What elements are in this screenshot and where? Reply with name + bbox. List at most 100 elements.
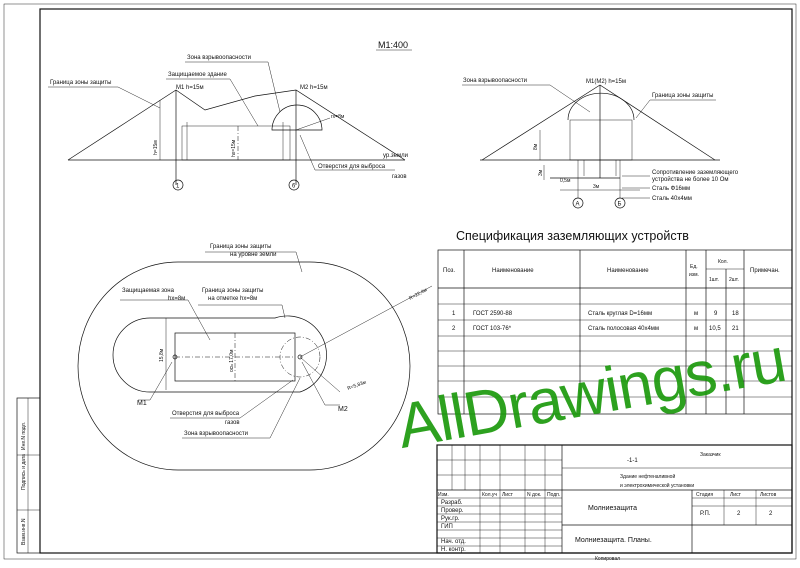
outer-border — [3, 3, 797, 560]
header-name2: Наименование — [607, 268, 649, 274]
label-zone-mark-2: на отметке hx=8м — [208, 296, 257, 302]
stamp-sheet-label: Лист — [730, 492, 742, 498]
building-section — [569, 119, 633, 161]
label-zone-protect: Граница зоны защиты — [50, 80, 111, 86]
label-vent-plan-2: газов — [225, 420, 240, 426]
row2-unit: м — [694, 326, 698, 332]
zone-hx-outline — [112, 315, 327, 393]
row2-doc: ГОСТ 103-76* — [473, 326, 512, 332]
right-section-view: А Б 8м 3м 0,5м 3м Зона взрывоопасности М… — [462, 78, 739, 209]
dim-3: 3м — [538, 169, 544, 176]
axis-bubble-6 — [288, 179, 300, 191]
zone-ground-outline — [77, 261, 411, 471]
label-r-small: R=5,83м — [347, 379, 368, 392]
stamp-drawing-name: Молниезащита. Планы. — [575, 537, 652, 544]
spec-title: Спецификация заземляющих устройств — [456, 229, 689, 243]
label-resistance-1: Сопротивление заземляющего — [652, 170, 739, 176]
row2-name: Сталь полосовая 40х4мм — [588, 326, 659, 332]
plan-view: R=22,4м R=5,83м 15,8м ось 17,0м Граница … — [77, 244, 433, 471]
label-steel-round: Сталь Ф16мм — [652, 186, 690, 192]
explosion-zone-dome — [271, 104, 323, 131]
axis-bubble-1 — [172, 179, 184, 191]
label-vent-holes: Отверстия для выброса — [318, 164, 386, 170]
header-name1: Наименование — [492, 268, 534, 274]
spec-table: Поз. Наименование Наименование Ед. изм. … — [437, 249, 793, 415]
label-zone-explosion: Зона взрывоопасности — [187, 55, 251, 61]
label-zone-explosion-right: Зона взрывоопасности — [463, 78, 527, 84]
inner-frame — [39, 8, 793, 554]
header-note: Примечан. — [750, 268, 780, 274]
stamp-col-sign: Подп. — [547, 492, 560, 498]
stamp-row-gip: ГИП — [441, 524, 453, 530]
label-m2: М2 h=15м — [300, 85, 328, 91]
stamp-sheets: 2 — [769, 511, 773, 517]
stamp-row-nkontr: Н. контр. — [441, 547, 466, 553]
dim-mid: ось 17,0м — [229, 349, 235, 372]
label-zone-protect-right: Граница зоны защиты — [652, 93, 713, 99]
stamp-row-razrab: Разраб. — [441, 500, 463, 506]
row1-unit: м — [694, 311, 698, 317]
stamp-site: Здание нефтеналивной — [620, 473, 675, 480]
stamp-site2: и электрохимической установки — [620, 482, 694, 489]
label-m1: М1 h=15м — [176, 85, 204, 91]
header-unit-1: Ед. — [690, 264, 698, 270]
header-qty2: 2шт. — [729, 277, 739, 283]
label-vent-plan-1: Отверстия для выброса — [172, 411, 240, 417]
label-explosion-plan: Зона взрывоопасности — [184, 431, 248, 437]
stamp-sheets-label: Листов — [760, 492, 777, 498]
stamp-stage-label: Стадия — [696, 492, 713, 498]
axis-label-1: 1 — [176, 184, 180, 190]
row1-name: Сталь круглая D=16мм — [588, 311, 652, 317]
row1-pos: 1 — [452, 311, 456, 317]
label-protected-building: Защищаемое здание — [168, 72, 227, 78]
header-unit-2: изм. — [689, 272, 699, 278]
label-zone-ground-2: на уровне земли — [230, 252, 276, 258]
axis-label-b: Б — [618, 202, 622, 208]
explosion-circle-plan — [279, 336, 321, 378]
dim-hx: hx=15м — [231, 139, 237, 157]
stamp-row-rukgr: Рук.гр. — [441, 516, 460, 522]
stamp-col-kol: Кол.уч — [482, 492, 497, 498]
stamp-row-nach: Нач. отд. — [441, 539, 466, 545]
stamp-col-doc: N док. — [527, 492, 541, 498]
axis-label-a: А — [576, 202, 580, 208]
label-rx: rх=8м — [331, 114, 345, 120]
protection-zone-outline — [67, 89, 406, 161]
stamp-copy: Копировал — [595, 556, 620, 562]
stamp-col-izm: Изм. — [438, 492, 449, 498]
row2-pos: 2 — [452, 326, 456, 332]
header-qty: Кол. — [718, 259, 728, 265]
label-protected-zone-2: hx=8м — [168, 296, 185, 302]
axis-label-6: 6 — [292, 184, 296, 190]
protected-building — [181, 125, 291, 161]
side-label-inv: Взам.инв.N — [21, 518, 27, 545]
label-zone-mark-1: Граница зоны защиты — [202, 288, 263, 294]
row1-doc: ГОСТ 2590-88 — [473, 311, 513, 317]
stamp-code2: Заказчик — [700, 452, 721, 458]
row1-q2: 18 — [732, 311, 739, 317]
axis-bubble-a — [572, 197, 584, 209]
dim-h: h=15м — [153, 140, 159, 155]
label-m12: М1(М2) h=15м — [586, 79, 626, 85]
label-steel-strip: Сталь 40х4мм — [652, 196, 692, 202]
label-resistance-2: устройства не более 10 Ом — [652, 176, 729, 183]
row2-q2: 21 — [732, 326, 739, 332]
stamp-object: Молниезащита — [588, 505, 637, 512]
stamp-code: -1-1 — [627, 458, 638, 464]
axis-bubble-b — [614, 197, 626, 209]
side-label-orig: Инв.N подл. — [21, 422, 27, 450]
left-section-view: h=15м hx=15м 1 6 Граница зоны защиты Зон… — [48, 55, 408, 191]
label-zone-ground-1: Граница зоны защиты — [210, 244, 271, 250]
header-pos: Поз. — [443, 268, 455, 274]
label-r-big: R=22,4м — [408, 287, 429, 302]
stamp-col-list: Лист — [502, 492, 514, 498]
dim-05: 0,5м — [560, 178, 571, 184]
label-m2-plan: М2 — [338, 406, 348, 413]
title-block: -1-1 Заказчик Здание нефтеналивной и эле… — [436, 444, 793, 562]
label-protected-zone-1: Защищаемая зона — [122, 288, 175, 294]
side-label-signature: Подпись и дата — [21, 454, 27, 490]
explosion-dome-right — [567, 92, 635, 121]
dim-8: 8м — [533, 143, 539, 150]
